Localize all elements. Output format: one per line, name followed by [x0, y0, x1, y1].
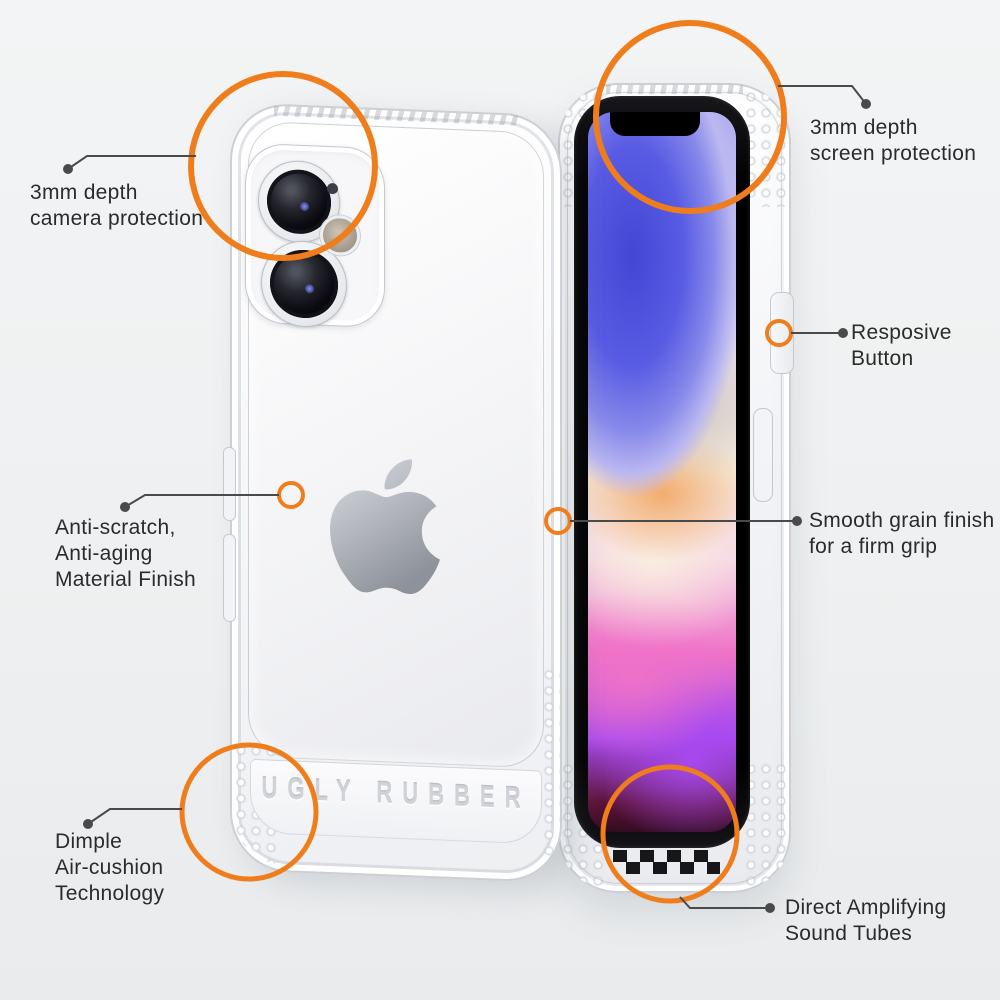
phone-bezel — [574, 96, 750, 848]
side-button-slot — [753, 408, 773, 502]
annotation-label-screen-protection: 3mm depth screen protection — [810, 115, 976, 167]
label-line: Anti-scratch, — [55, 516, 176, 539]
label-line: 3mm depth — [30, 181, 138, 204]
label-line: screen protection — [810, 142, 977, 165]
label-line: Sound Tubes — [785, 922, 913, 945]
label-line: Smooth grain finish — [809, 509, 995, 532]
apple-logo-icon — [330, 459, 440, 595]
label-line: Button — [851, 347, 914, 370]
label-line: Technology — [55, 882, 165, 905]
apple-logo-path — [330, 459, 440, 595]
label-line: Material Finish — [55, 568, 197, 591]
label-line: Dimple — [55, 830, 123, 853]
annotation-label-material-finish: Anti-scratch, Anti-aging Material Finish — [55, 515, 196, 593]
annotation-label-air-cushion: Dimple Air-cushion Technology — [55, 829, 164, 907]
label-line: for a firm grip — [809, 535, 938, 558]
annotation-label-sound-tubes: Direct Amplifying Sound Tubes — [785, 895, 946, 947]
label-line: 3mm depth — [810, 116, 918, 139]
annotation-label-camera-protection: 3mm depth camera protection — [30, 180, 203, 232]
label-line: Resposive — [851, 321, 952, 344]
annotation-label-grain-finish: Smooth grain finish for a firm grip — [809, 508, 994, 560]
annotation-label-responsive-button: Resposive Button — [851, 320, 952, 372]
phone-back-view: UGLY RUBBER — [223, 102, 562, 884]
label-line: camera protection — [30, 207, 204, 230]
label-line: Air-cushion — [55, 856, 164, 879]
label-line: Direct Amplifying — [785, 896, 947, 919]
label-line: Anti-aging — [55, 542, 153, 565]
phone-front-view — [558, 83, 794, 893]
